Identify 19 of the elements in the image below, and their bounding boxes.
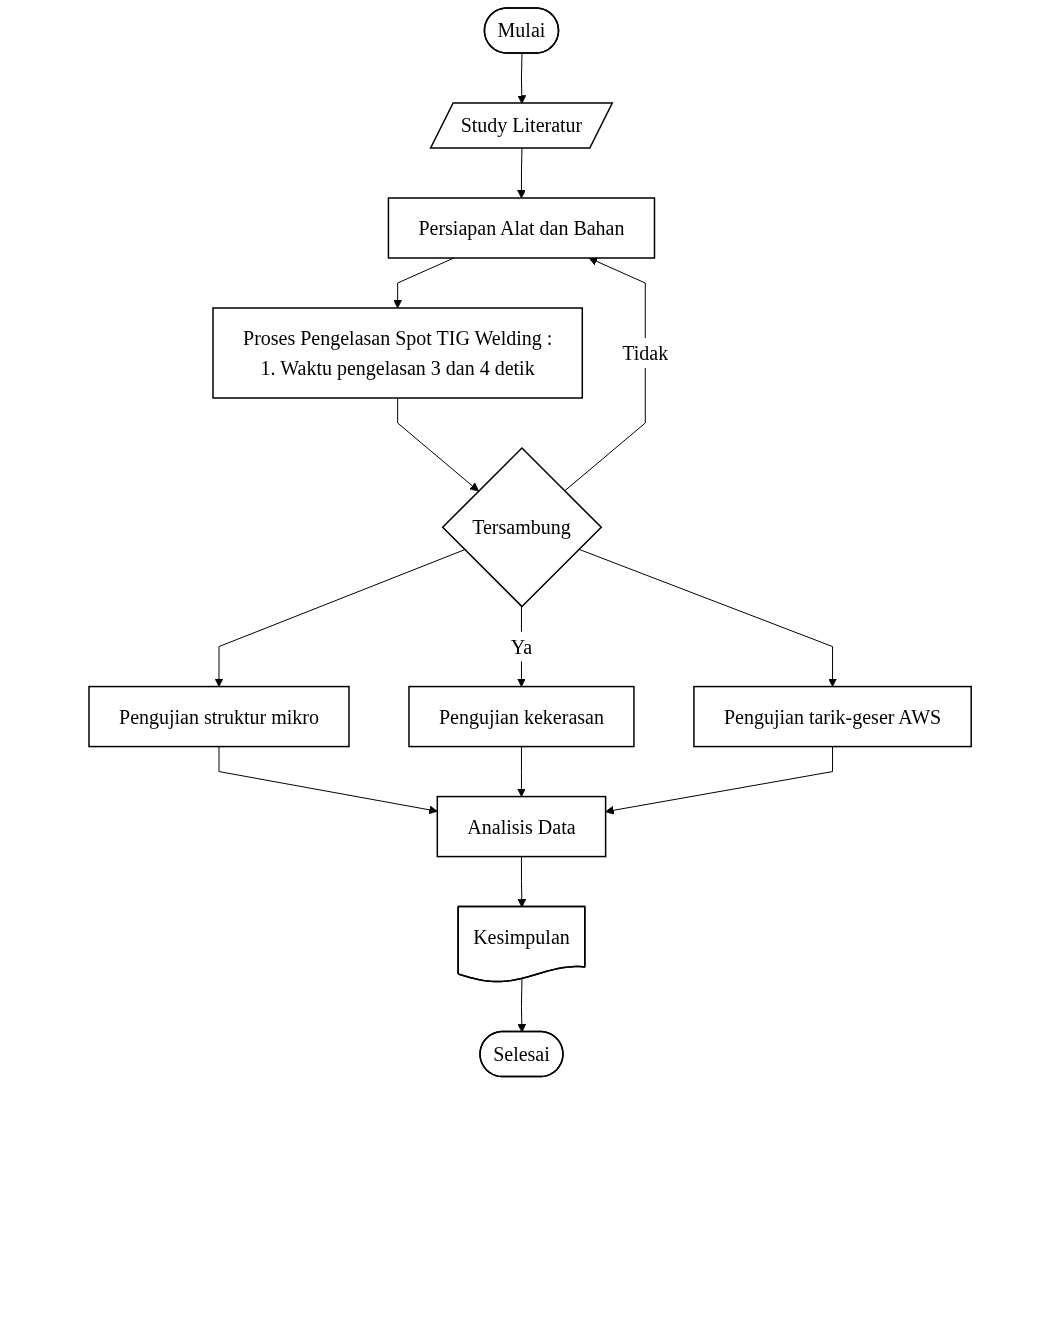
arrow: [578, 548, 837, 687]
node-box: Pengujian tarik-geser AWS: [693, 685, 972, 748]
arrow: [397, 397, 479, 492]
edge-label: Ya: [510, 635, 533, 658]
node-box: Pengujian struktur mikro: [88, 685, 350, 748]
arrow: [563, 257, 646, 492]
arrow: [214, 549, 465, 687]
edge-label: Tidak: [622, 342, 669, 364]
node-diamond: Tersambung: [441, 446, 603, 608]
arrow: [516, 746, 526, 797]
node-box: Analisis Data: [436, 795, 607, 858]
node-box: Proses Pengelasan Spot TIG Welding : 1. Waktu pengelasan 3 dan 4 detik: [212, 307, 583, 399]
arrow: [516, 148, 526, 199]
arrow: [517, 978, 527, 1033]
arrow: [605, 746, 833, 815]
node-box: Persiapan Alat dan Bahan: [387, 197, 656, 259]
node-box: Pengujian kekerasan: [408, 685, 635, 748]
arrow: [218, 746, 438, 815]
arrow: [517, 53, 527, 104]
